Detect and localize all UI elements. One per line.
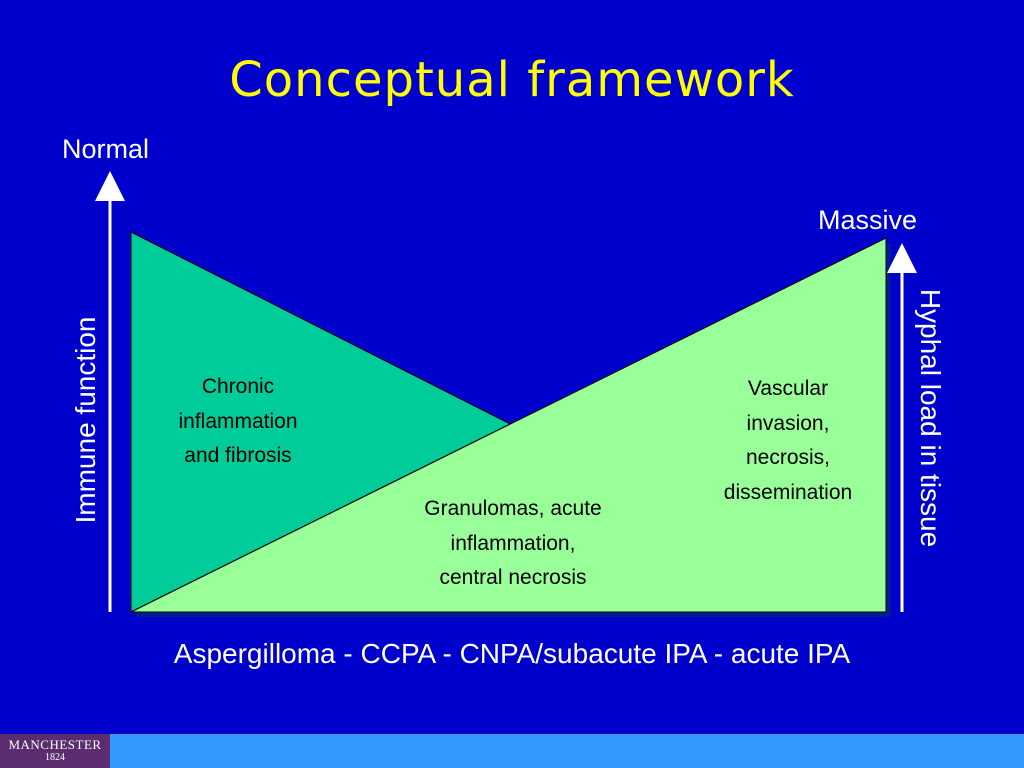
massive-label: Massive bbox=[818, 205, 918, 235]
vascular-invasion-region-label: Vascular invasion, necrosis, disseminati… bbox=[688, 372, 888, 511]
region-text-line: inflammation bbox=[178, 409, 298, 433]
hyphal-load-axis-label: Hyphal load in tissue bbox=[915, 288, 946, 548]
granulomas-region-label: Granulomas, acute inflammation, central … bbox=[383, 492, 643, 596]
manchester-logo: MANCHESTER 1824 bbox=[0, 734, 110, 768]
footer-bar bbox=[0, 734, 1024, 768]
chronic-inflammation-region-label: Chronic inflammation and fibrosis bbox=[138, 370, 338, 474]
slide-title: Conceptual framework bbox=[229, 52, 795, 108]
immune-function-axis-label: Immune function bbox=[70, 316, 101, 524]
normal-label: Normal bbox=[62, 134, 150, 164]
region-text-line: dissemination bbox=[723, 480, 853, 504]
region-text-line: Granulomas, acute bbox=[424, 497, 602, 520]
region-text-line: Chronic bbox=[201, 375, 275, 398]
region-text-line: and fibrosis bbox=[184, 444, 292, 468]
logo-wordmark: MANCHESTER bbox=[8, 737, 102, 752]
logo-year: 1824 bbox=[45, 752, 65, 763]
disease-spectrum-label: Aspergilloma - CCPA - CNPA/subacute IPA … bbox=[173, 638, 851, 669]
region-text-line: invasion, bbox=[746, 411, 830, 435]
region-text-line: central necrosis bbox=[439, 566, 587, 590]
region-text-line: necrosis, bbox=[745, 446, 831, 470]
region-text-line: inflammation, bbox=[450, 531, 576, 555]
hyphal-load-triangle bbox=[130, 237, 887, 613]
region-text-line: Vascular bbox=[747, 377, 829, 400]
